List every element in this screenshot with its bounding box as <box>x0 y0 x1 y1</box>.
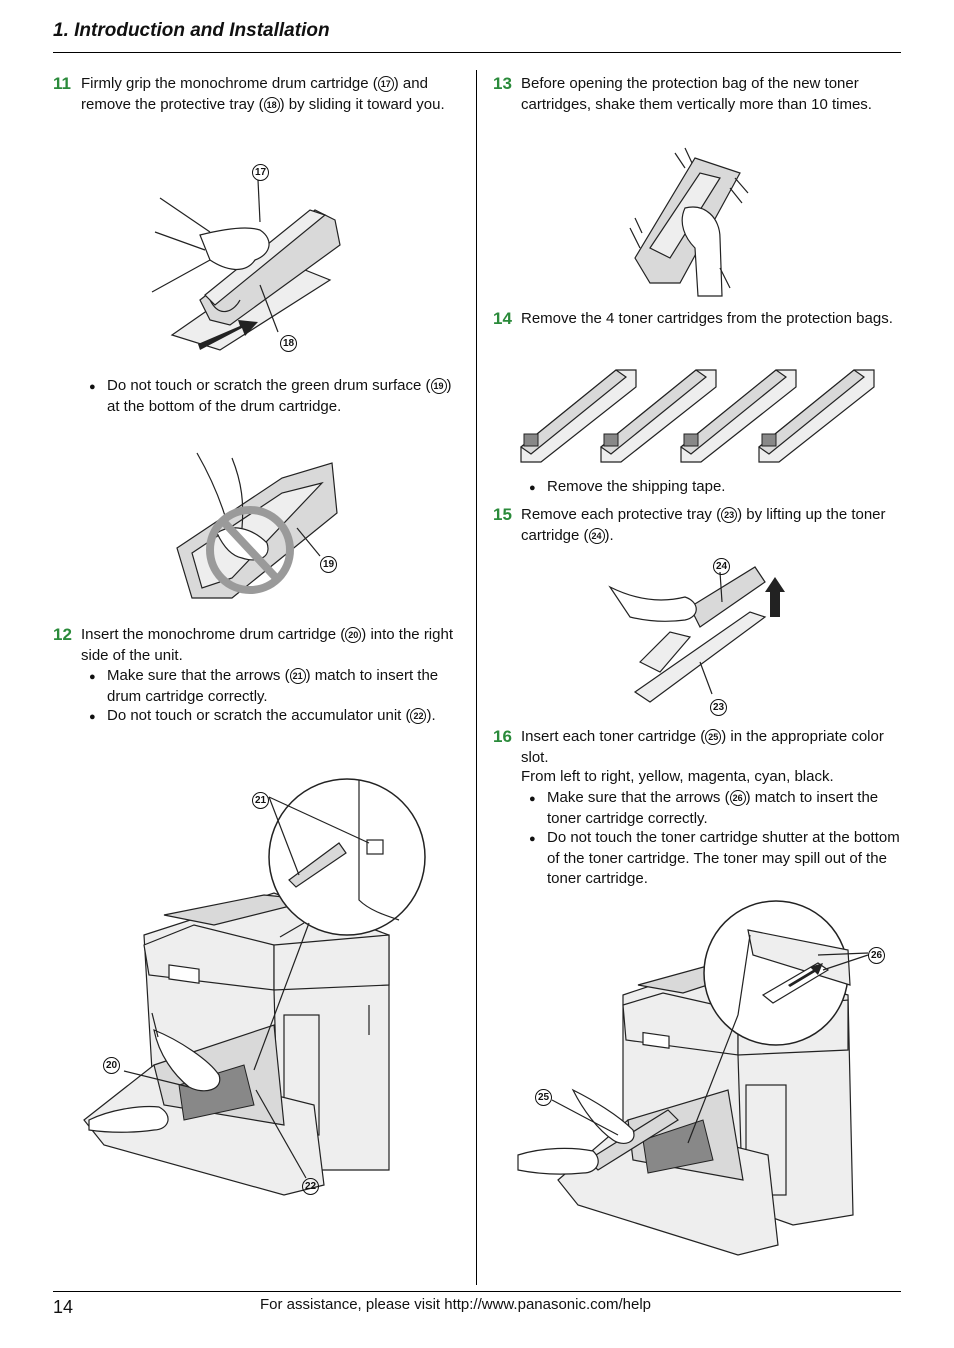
callout-23: 23 <box>710 699 727 716</box>
callout-25: 25 <box>535 1089 552 1106</box>
step-number-15: 15 <box>493 505 512 524</box>
callout-26: 26 <box>868 947 885 964</box>
step-14-bullet: Remove the shipping tape. <box>529 477 887 498</box>
step-number-16: 16 <box>493 727 512 746</box>
step-15-text: Remove each protective tray (23) by lift… <box>521 506 886 544</box>
step-number-13: 13 <box>493 74 512 93</box>
callout-24: 24 <box>713 558 730 575</box>
step-11-bullet: Do not touch or scratch the green drum s… <box>89 376 467 417</box>
callout-17: 17 <box>252 164 269 181</box>
callout-21: 21 <box>252 792 269 809</box>
step-16-text: Insert each toner cartridge (25) in the … <box>521 728 884 766</box>
callout-19: 19 <box>320 556 337 573</box>
step-12-text: Insert the monochrome drum cartridge (20… <box>81 626 453 664</box>
callout-20: 20 <box>103 1057 120 1074</box>
printer-toner-insertion-illustration <box>517 900 869 1256</box>
header-rule <box>53 52 901 53</box>
step-14-text: Remove the 4 toner cartridges from the p… <box>521 310 893 327</box>
do-not-touch-drum-illustration <box>176 452 338 599</box>
step-11-text: Firmly grip the monochrome drum cartridg… <box>81 75 445 113</box>
callout-22: 22 <box>302 1178 319 1195</box>
page-number: 14 <box>53 1297 74 1317</box>
section-title: 1. Introduction and Installation <box>53 20 330 41</box>
remove-protective-tray-illustration <box>608 566 785 703</box>
step-12-bullet-1: Make sure that the arrows (21) match to … <box>89 666 467 707</box>
step-13-text: Before opening the protection bag of the… <box>521 75 872 113</box>
shake-toner-illustration <box>629 147 749 297</box>
step-12-bullet-2: Do not touch or scratch the accumulator … <box>89 706 467 727</box>
printer-drum-insertion-illustration <box>83 778 426 1196</box>
step-16-bullet-2: Do not touch the toner cartridge shutter… <box>529 828 901 890</box>
step-16-bullet-1: Make sure that the arrows (26) match to … <box>529 788 901 829</box>
step-number-11: 11 <box>53 74 71 93</box>
column-divider <box>476 70 477 1285</box>
footer-rule <box>53 1291 901 1292</box>
drum-cartridge-removal-illustration <box>151 179 341 351</box>
step-16-color-order: From left to right, yellow, magenta, cya… <box>521 768 834 785</box>
four-toner-cartridges-illustration <box>520 369 875 463</box>
step-number-12: 12 <box>53 625 72 644</box>
callout-18: 18 <box>280 335 297 352</box>
step-number-14: 14 <box>493 309 512 328</box>
footer-help-text: For assistance, please visit http://www.… <box>260 1296 652 1313</box>
